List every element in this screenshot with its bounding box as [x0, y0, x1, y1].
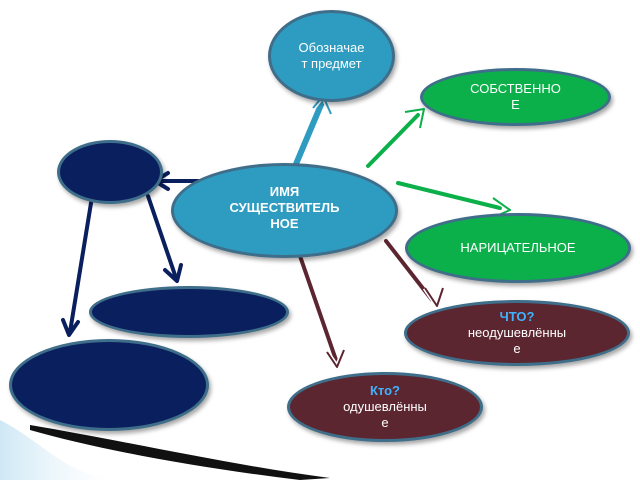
teal-arrow	[293, 97, 326, 167]
center-node-noun: ИМЯ СУЩЕСТВИТЕЛЬ НОЕ	[171, 163, 398, 258]
arrow-empty-top-to-empty-bottom	[68, 195, 94, 334]
inanimate-label-line-2: е	[513, 341, 521, 356]
center-label-line-1: ИМЯ	[269, 183, 300, 199]
proper-label-line-1: СОБСТВЕННО	[470, 81, 561, 96]
node-designates-object: Обозначае т предмет	[268, 10, 395, 102]
designates-label-line-1: Обозначае	[298, 40, 365, 55]
node-animate: Кто? одушевлённы е	[287, 372, 483, 442]
arrow-center-to-common	[396, 181, 502, 210]
empty-oval-middle	[89, 286, 289, 338]
designates-label-line-2: т предмет	[301, 56, 362, 71]
inanimate-label-line-1: неодушевлённы	[467, 325, 567, 340]
common-label: НАРИЦАТЕЛЬНОЕ	[460, 240, 576, 255]
animate-question: Кто?	[369, 383, 400, 398]
inanimate-question: ЧТО?	[499, 309, 535, 324]
arrow-empty-top-to-empty-mid	[146, 194, 178, 280]
black-swoosh-decoration	[30, 425, 330, 480]
node-inanimate: ЧТО? неодушевлённы е	[404, 300, 630, 366]
corner-wave-decoration	[0, 420, 110, 480]
node-common: НАРИЦАТЕЛЬНОЕ	[405, 213, 631, 283]
proper-label-line-2: Е	[511, 97, 520, 112]
arrow-center-to-proper	[366, 113, 420, 168]
empty-oval-top	[57, 140, 163, 204]
center-label-line-3: НОЕ	[270, 215, 299, 231]
green-arrows	[366, 113, 502, 210]
empty-oval-bottom	[9, 339, 209, 431]
center-label-line-2: СУЩЕСТВИТЕЛЬ	[229, 199, 340, 215]
arrow-center-to-animate	[298, 254, 338, 362]
animate-label-line-1: одушевлённы	[343, 399, 427, 414]
node-proper: СОБСТВЕННО Е	[420, 68, 611, 126]
animate-label-line-2: е	[381, 415, 389, 430]
